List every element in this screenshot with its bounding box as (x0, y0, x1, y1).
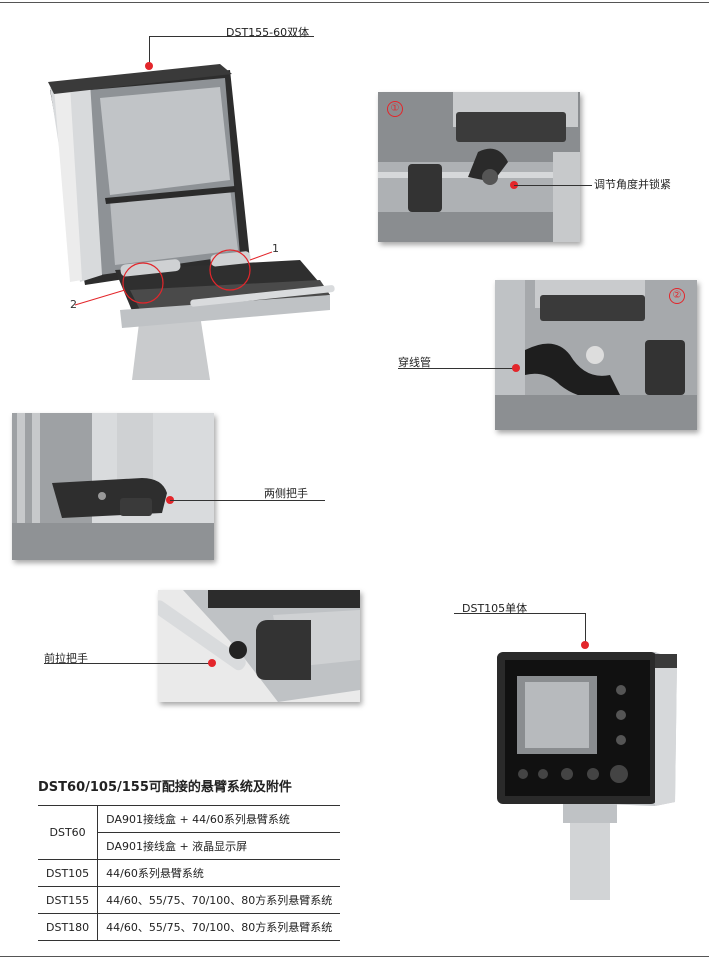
conduit-label: 穿线管 (398, 356, 431, 369)
side-handle-label: 两侧把手 (264, 487, 308, 500)
model-cell: DST180 (38, 913, 99, 941)
dst155-leader (149, 36, 314, 37)
dst105-product-illustration (495, 650, 680, 900)
conduit-dot (512, 364, 520, 372)
adjust-leader (514, 185, 592, 186)
side-handle-leader (170, 500, 325, 501)
item-cell: 44/60系列悬臂系统 (97, 859, 341, 887)
spec-table: DST60 DA901接线盒 + 44/60系列悬臂系统 DA901接线盒 + … (38, 805, 341, 941)
number-2-badge: ② (669, 288, 685, 304)
dst105-label: DST105单体 (462, 602, 528, 615)
item-cell: 44/60、55/75、70/100、80方系列悬臂系统 (97, 913, 341, 941)
spec-table-title: DST60/105/155可配接的悬臂系统及附件 (38, 780, 292, 795)
number-1-badge: ① (387, 101, 403, 117)
conduit-photo (495, 280, 697, 430)
hinge-adjust-photo (378, 92, 580, 242)
dst155-label: DST155-60双体 (226, 26, 310, 39)
dst105-leader (454, 613, 586, 614)
table-row: DST60 DA901接线盒 + 44/60系列悬臂系统 (38, 805, 341, 860)
adjust-label: 调节角度并锁紧 (594, 178, 671, 191)
model-cell: DST155 (38, 886, 99, 914)
dst155-leader-vertical (149, 36, 150, 66)
conduit-leader (398, 368, 514, 369)
table-row: DST180 44/60、55/75、70/100、80方系列悬臂系统 (38, 913, 341, 941)
model-cell: DST60 (38, 805, 99, 860)
front-handle-leader (44, 663, 212, 664)
dst105-leader-vertical (585, 613, 586, 643)
item-cell: 44/60、55/75、70/100、80方系列悬臂系统 (97, 886, 341, 914)
table-row: DST105 44/60系列悬臂系统 (38, 859, 341, 887)
dst155-product-illustration (40, 60, 340, 380)
item-cell: DA901接线盒 + 液晶显示屏 (97, 832, 341, 860)
dst105-dot (581, 641, 589, 649)
table-row: DST155 44/60、55/75、70/100、80方系列悬臂系统 (38, 886, 341, 914)
side-handle-photo (12, 413, 214, 560)
front-handle-dot (208, 659, 216, 667)
front-handle-label: 前拉把手 (44, 652, 88, 665)
front-handle-photo (158, 590, 360, 702)
bottom-rule (0, 956, 709, 957)
top-rule (0, 2, 709, 3)
table-row: DA901接线盒 + 液晶显示屏 (38, 832, 341, 860)
item-cell: DA901接线盒 + 44/60系列悬臂系统 (97, 805, 341, 833)
model-cell: DST105 (38, 859, 99, 887)
dst155-dot (145, 62, 153, 70)
marker-2-label: 2 (70, 298, 77, 311)
marker-1-label: 1 (272, 242, 279, 255)
